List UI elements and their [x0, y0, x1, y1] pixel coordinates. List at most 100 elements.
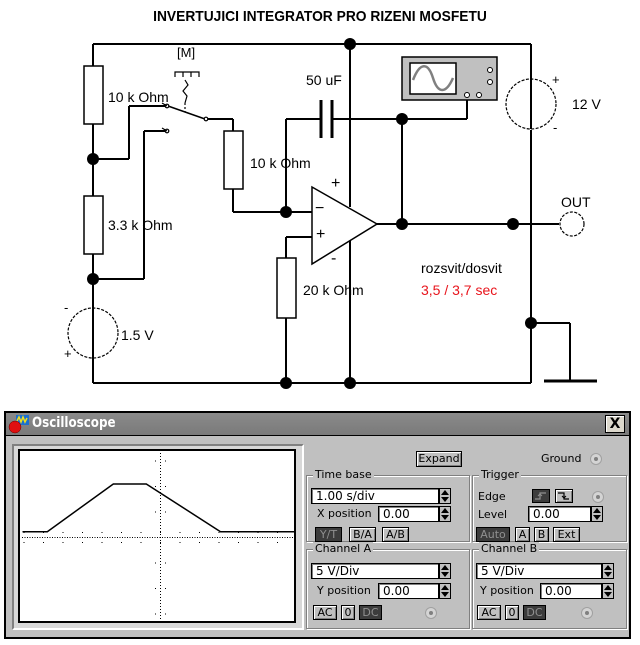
spin-down-icon[interactable]: [441, 497, 449, 502]
spin-up-icon[interactable]: [604, 565, 612, 570]
channel-a-ypos-field[interactable]: 0.00: [378, 583, 439, 599]
xpos-field[interactable]: 0.00: [378, 506, 439, 522]
grid-dot: [160, 546, 161, 547]
channel-a-ypos-spinner[interactable]: [439, 583, 451, 599]
grid-dot: [37, 537, 38, 538]
grid-dot: [204, 537, 206, 538]
oscilloscope-window: Oscilloscope X Expand Ground Time base 1…: [4, 411, 631, 639]
grid-dot: [274, 537, 276, 538]
grid-dot: [112, 537, 113, 538]
channel-b-terminal[interactable]: [581, 607, 593, 619]
grid-dot: [157, 537, 158, 538]
mode-ba-button[interactable]: B/A: [349, 527, 376, 542]
supply-plus-sign: +: [552, 72, 560, 87]
grid-dot: [272, 537, 273, 538]
mode-yt-button[interactable]: Y/T: [315, 527, 342, 542]
grid-tick: [179, 532, 181, 533]
spin-up-icon[interactable]: [604, 585, 612, 590]
grid-dot: [192, 537, 193, 538]
grid-tick: [82, 532, 83, 533]
grid-dot: [77, 537, 78, 538]
channel-b-dc-button[interactable]: DC: [523, 605, 546, 620]
grid-dot: [160, 564, 161, 565]
edge-falling-button[interactable]: [555, 489, 573, 503]
channel-b-ac-button[interactable]: AC: [477, 605, 501, 620]
spin-down-icon[interactable]: [441, 515, 449, 520]
trigger-a-button[interactable]: A: [515, 527, 530, 542]
grid-dot: [24, 537, 26, 538]
trigger-b-button[interactable]: B: [534, 527, 549, 542]
grid-dot: [109, 537, 111, 538]
grid-dot: [194, 537, 196, 538]
trigger-ext-terminal[interactable]: [592, 491, 604, 503]
mode-ab-button[interactable]: A/B: [382, 527, 409, 542]
grid-dot: [160, 549, 161, 550]
channel-a-scale-spinner[interactable]: [439, 563, 451, 579]
spin-up-icon[interactable]: [441, 565, 449, 570]
xpos-spinner[interactable]: [439, 506, 451, 522]
grid-dot: [124, 537, 126, 538]
channel-b-scale-spinner[interactable]: [602, 563, 614, 579]
spin-down-icon[interactable]: [441, 592, 449, 597]
circuit-diagram: [67, 38, 597, 389]
trigger-ext-button[interactable]: Ext: [553, 527, 580, 542]
r-plus-label: 20 k Ohm: [303, 282, 364, 298]
spin-down-icon[interactable]: [604, 572, 612, 577]
channel-b-ypos-label: Y position: [480, 584, 534, 597]
spin-down-icon[interactable]: [441, 572, 449, 577]
grid-dot: [202, 537, 203, 538]
grid-dot: [160, 603, 161, 604]
grid-dot: [160, 537, 161, 538]
spin-up-icon[interactable]: [441, 490, 449, 495]
channel-a-ac-button[interactable]: AC: [313, 605, 337, 620]
resistor-r-plus: [276, 257, 297, 319]
level-spinner[interactable]: [591, 506, 603, 522]
grid-dot: [264, 537, 266, 538]
grid-dot: [119, 537, 121, 538]
channel-a-scale-field[interactable]: 5 V/Div: [311, 563, 439, 579]
grid-tick: [218, 532, 220, 533]
grid-dot: [254, 537, 256, 538]
channel-b-scale-field[interactable]: 5 V/Div: [476, 563, 602, 579]
grid-dot: [59, 537, 61, 538]
grid-dot: [160, 504, 161, 505]
grid-dot: [32, 537, 33, 538]
resistor-r-bottom: [83, 195, 104, 255]
spin-up-icon[interactable]: [441, 508, 449, 513]
channel-b-ypos-spinner[interactable]: [602, 583, 614, 599]
grid-dot: [49, 537, 51, 538]
grid-dot: [160, 612, 161, 613]
close-button[interactable]: X: [605, 415, 625, 433]
grid-dot: [122, 537, 123, 538]
timebase-spinner[interactable]: [439, 488, 451, 504]
channel-a-zero-button[interactable]: 0: [341, 605, 355, 620]
spin-down-icon[interactable]: [593, 515, 601, 520]
grid-dot: [160, 516, 161, 517]
grid-dot: [232, 537, 233, 538]
channel-b-ypos-field[interactable]: 0.00: [540, 583, 602, 599]
ground-terminal[interactable]: [590, 453, 602, 465]
channel-b-zero-button[interactable]: 0: [505, 605, 519, 620]
grid-dot: [284, 537, 286, 538]
spin-down-icon[interactable]: [604, 592, 612, 597]
edge-rising-button[interactable]: [532, 489, 550, 503]
spin-up-icon[interactable]: [441, 585, 449, 590]
grid-dot: [219, 537, 221, 538]
grid-dot: [249, 537, 251, 538]
channel-b-group: Channel B: [472, 542, 627, 629]
level-field[interactable]: 0.00: [528, 506, 591, 522]
grid-tick: [140, 532, 142, 533]
channel-a-terminal[interactable]: [425, 607, 437, 619]
trigger-auto-button[interactable]: Auto: [476, 527, 510, 542]
title-bar[interactable]: Oscilloscope X: [6, 413, 629, 436]
spin-up-icon[interactable]: [593, 508, 601, 513]
grid-dot: [160, 567, 161, 568]
timebase-field[interactable]: 1.00 s/div: [311, 488, 439, 504]
grid-dot: [129, 537, 131, 538]
capacitor-label: 50 uF: [306, 72, 342, 88]
channel-a-dc-button[interactable]: DC: [359, 605, 382, 620]
grid-dot: [160, 591, 161, 592]
expand-button[interactable]: Expand: [416, 451, 462, 467]
scope-display: [22, 453, 294, 619]
opamp-vminus-sign: -: [331, 250, 337, 267]
